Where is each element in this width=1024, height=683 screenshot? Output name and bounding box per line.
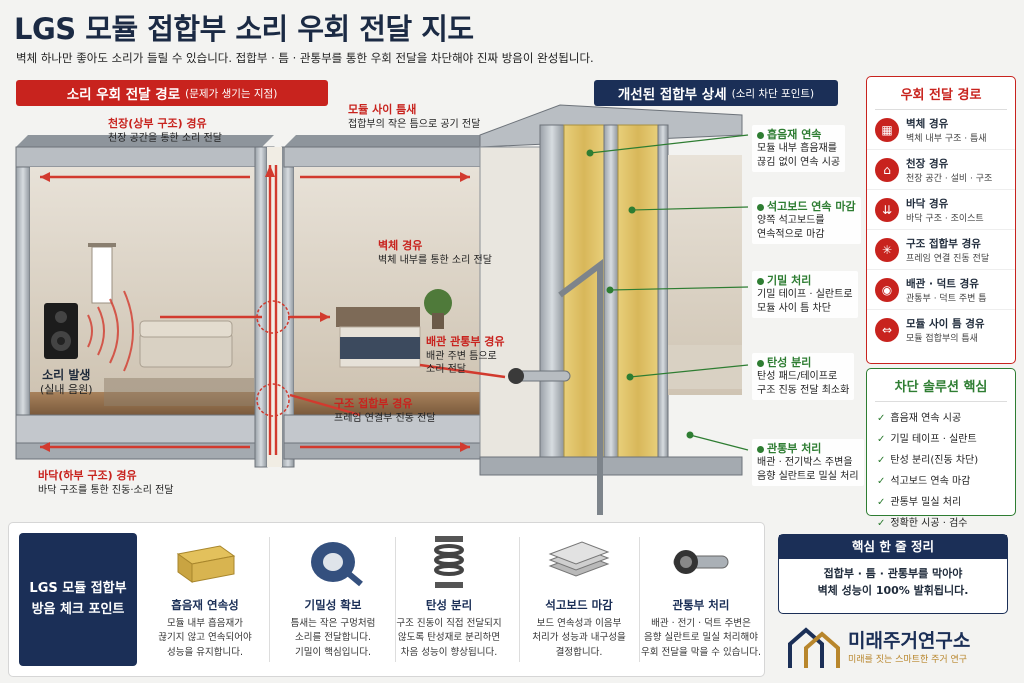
check-icon: ✓ [877,455,886,466]
page-title: LGS 모듈 접합부 소리 우회 전달 지도 [14,12,474,46]
joint-icon: ✳ [875,237,899,262]
improvement-penetration: 관통부 처리 배관 · 전기박스 주변을 음향 실란트로 밀실 처리 [752,439,864,487]
gap-icon: ⇔ [875,318,899,342]
sound-path-arrows [40,165,470,452]
middle-module [283,135,523,460]
speaker-icon [44,303,78,359]
improvement-airtight: 기밀 처리 기밀 테이프 · 실란트로 모듈 사이 틈 차단 [752,271,858,319]
green-dot-icon [757,203,764,211]
insulation-icon [176,545,236,583]
tape-icon [311,542,363,587]
solutions-panel-title: 차단 솔루션 핵심 [875,369,1007,402]
green-dot-icon [757,445,764,453]
bypass-routes-banner-title: 소리 우회 전달 경로 [66,87,181,103]
brand-slogan: 미래를 짓는 스마트한 주거 연구 [848,655,968,665]
solution-item: ✓관통부 밀실 처리 [877,497,962,508]
check-icon: ✓ [877,476,886,487]
pipe-seal-icon [673,550,729,574]
floor-icon: ⇊ [875,197,899,222]
improvement-resilient-isolation: 탄성 분리 탄성 패드/테이프로 구조 진동 전달 최소화 [752,353,855,401]
improvement-absorbent-continuity: 흡음재 연속 모듈 내부 흡음재를 끊김 없이 연속 시공 [752,125,846,173]
improved-joint-banner: 개선된 접합부 상세 (소리 차단 포인트) [594,80,838,106]
floor-route-label: 바닥(하부 구조) 경유 바닥 구조를 통한 진동·소리 전달 [38,469,174,496]
pipe-route-label: 배관 관통부 경유 배관 주변 틈으로 소리 전달 [426,335,505,376]
summary-box: 핵심 한 줄 정리 접합부 · 틈 · 관통부를 막아야 벽체 성능이 100%… [778,534,1008,614]
wall-route-label: 벽체 경유 벽체 내부를 통한 소리 전달 [378,239,492,266]
bypass-routes-banner-note: (문제가 생기는 지점) [185,87,278,100]
green-dot-icon [757,359,764,367]
check-icon: ✓ [877,518,886,529]
page-subtitle: 벽체 하나만 좋아도 소리가 들릴 수 있습니다. 접합부 · 틈 · 관통부를… [16,51,594,65]
ceiling-route-label: 천장(상부 구조) 경유 천장 공간을 통한 소리 전달 [108,117,222,144]
checkpoint-resilient: 탄성 분리 구조 진동이 직접 전달되지 않도록 탄성재로 분리하면 차음 성능… [389,531,509,660]
house-logo-icon [788,627,840,668]
improved-joint-detail [479,104,743,515]
solution-item: ✓정확한 시공 · 검수 [877,518,968,529]
improvement-gypsum-continuity: 석고보드 연속 마감 양쪽 석고보드를 연속적으로 마감 [752,197,861,245]
improved-joint-banner-title: 개선된 접합부 상세 [617,87,727,103]
summary-line-2: 벽체 성능이 100% 발휘됩니다. [817,584,969,598]
checkpoint-penetration: 관통부 처리 배관 · 전기 · 덕트 주변은 음향 실란트로 밀실 처리해야 … [641,531,761,660]
green-dot-icon [757,131,764,139]
ceiling-icon: ⌂ [875,157,899,182]
check-icon: ✓ [877,434,886,445]
module-gap-label: 모듈 사이 틈새 접합부의 작은 틈으로 공기 전달 [348,103,481,130]
spring-icon [434,536,464,588]
solution-item: ✓흡음재 연속 시공 [877,413,962,424]
left-module [15,135,275,460]
solutions-panel: 차단 솔루션 핵심 ✓흡음재 연속 시공 ✓기밀 테이프 · 실란트 ✓탄성 분… [866,368,1016,529]
checkpoint-gypsum: 석고보드 마감 보드 연속성과 이음부 처리가 성능과 내구성을 결정합니다. [519,531,639,660]
structure-route-label: 구조 접합부 경유 프레임 연결부 진동 전달 [334,397,436,424]
brand-logo: 미래주거연구소 미래를 짓는 스마트한 주거 연구 [786,620,1016,672]
check-icon: ✓ [877,497,886,508]
check-icon: ✓ [877,413,886,424]
pipe-icon: ◉ [875,277,899,302]
wall-icon: ▦ [875,117,899,142]
solution-item: ✓석고보드 연속 마감 [877,476,971,487]
sound-source-label: 소리 발생 (실내 음원) [40,368,93,397]
sound-bypass-paths [40,165,506,455]
solution-item: ✓탄성 분리(진동 차단) [877,455,979,466]
module-cutaway-illustration: 천장(상부 구조) 경유 천장 공간을 통한 소리 전달 모듈 사이 틈새 접합… [0,95,864,515]
improvement-leader-lines [589,134,749,451]
summary-title: 핵심 한 줄 정리 [779,535,1007,559]
green-dot-icon [757,277,764,285]
checkpoint-absorbent: 흡음재 연속성 모듈 내부 흡음재가 끊기지 않고 연속되어야 성능을 유지합니… [145,531,265,660]
solution-item: ✓기밀 테이프 · 실란트 [877,434,977,445]
bypass-routes-panel-title: 우회 전달 경로 [875,77,1007,110]
sound-waves [87,290,134,372]
module-cutaway-drawing [15,104,749,515]
brand-name: 미래주거연구소 [848,630,971,652]
improved-joint-banner-note: (소리 차단 포인트) [731,87,815,100]
summary-line-1: 접합부 · 틈 · 관통부를 막아야 [823,567,963,580]
bypass-routes-banner: 소리 우회 전달 경로 (문제가 생기는 지점) [16,80,328,106]
board-icon [548,541,610,577]
checkpoint-airtight: 기밀성 확보 틈새는 작은 구멍처럼 소리를 전달합니다. 기밀이 핵심입니다. [273,531,393,660]
